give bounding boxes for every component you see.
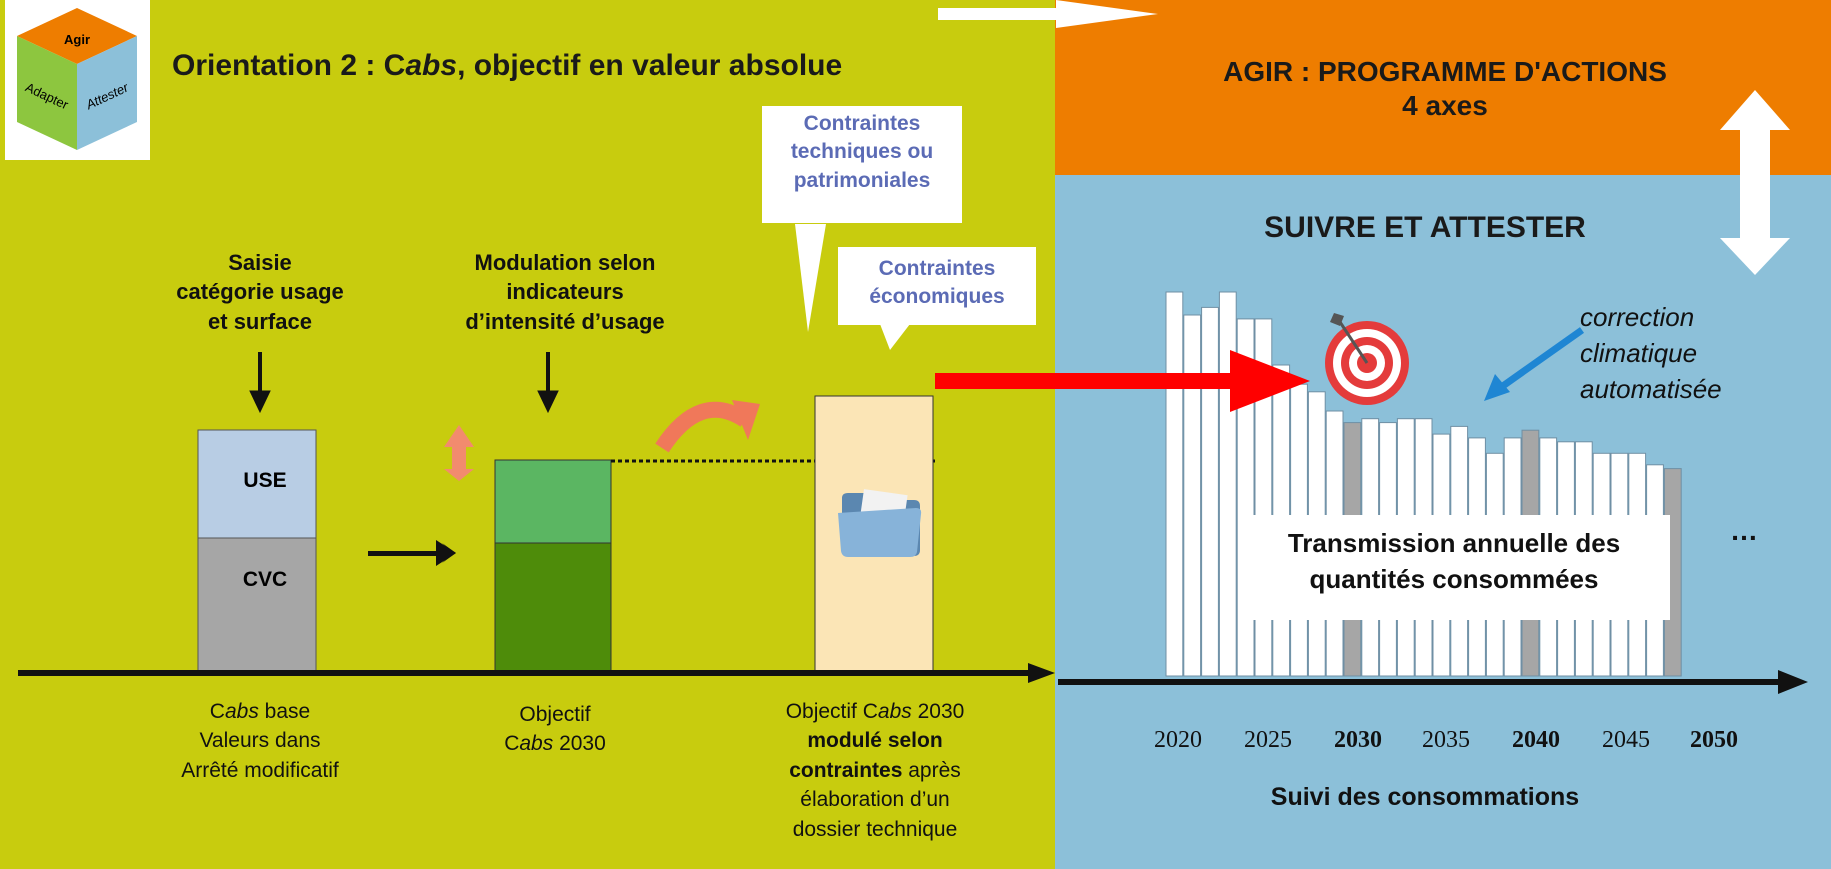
year-2035: 2035: [1422, 727, 1470, 753]
suivre-title: SUIVRE ET ATTESTER: [1264, 211, 1586, 244]
suivi-caption: Suivi des consommations: [1270, 783, 1580, 811]
year-2030: 2030: [1334, 727, 1382, 753]
consumption-bar: [1201, 306, 1219, 677]
down-arrow-step1: [249, 352, 271, 414]
top-white-arrow: [938, 0, 1158, 28]
year-2020: 2020: [1154, 727, 1202, 753]
consumption-bar: [1183, 314, 1202, 677]
objective-bar-dark: [494, 542, 612, 673]
cvc-label: CVC: [243, 568, 287, 591]
red-arrow: [935, 350, 1310, 412]
page-title: Orientation 2 : Cabs, objectif en valeur…: [172, 49, 843, 82]
caption-cabs-base: Cabs base Valeurs dans Arrêté modificati…: [181, 700, 339, 782]
agir-adapter-attester-logo: Agir Adapter Attester: [5, 0, 150, 160]
year-2025: 2025: [1244, 727, 1292, 753]
transmission-box: [1238, 515, 1670, 620]
agir-title: AGIR : PROGRAMME D'ACTIONS 4 axes: [1223, 56, 1667, 121]
agir-panel-background: [1055, 0, 1831, 175]
caption-objective: Objectif Cabs 2030: [504, 703, 606, 756]
cvc-bar-segment: [197, 537, 317, 673]
right-arrow-step1-step2: [368, 540, 456, 566]
objective-bar-light: [494, 459, 612, 544]
year-2040: 2040: [1512, 727, 1560, 753]
climate-correction-arrow: [1484, 327, 1585, 401]
vertical-white-double-arrow: [1720, 90, 1790, 275]
ellipsis: …: [1730, 515, 1758, 546]
folder-icon: [838, 489, 922, 557]
consumption-bar: [1165, 291, 1184, 677]
bubble-tail-economic: [880, 324, 910, 350]
bubble-tail-technical: [795, 224, 826, 332]
down-arrow-step2: [537, 352, 559, 414]
target-icon: [1325, 313, 1409, 405]
logo-agir-text: Agir: [64, 32, 90, 47]
year-2050: 2050: [1690, 727, 1738, 753]
use-label: USE: [243, 469, 286, 492]
modulation-double-arrow: [444, 425, 474, 481]
curved-arrow: [655, 401, 750, 453]
consumption-bar: [1218, 291, 1237, 677]
caption-modulated-objective: Objectif Cabs 2030 modulé selon contrain…: [785, 700, 965, 841]
year-2045: 2045: [1602, 727, 1650, 753]
